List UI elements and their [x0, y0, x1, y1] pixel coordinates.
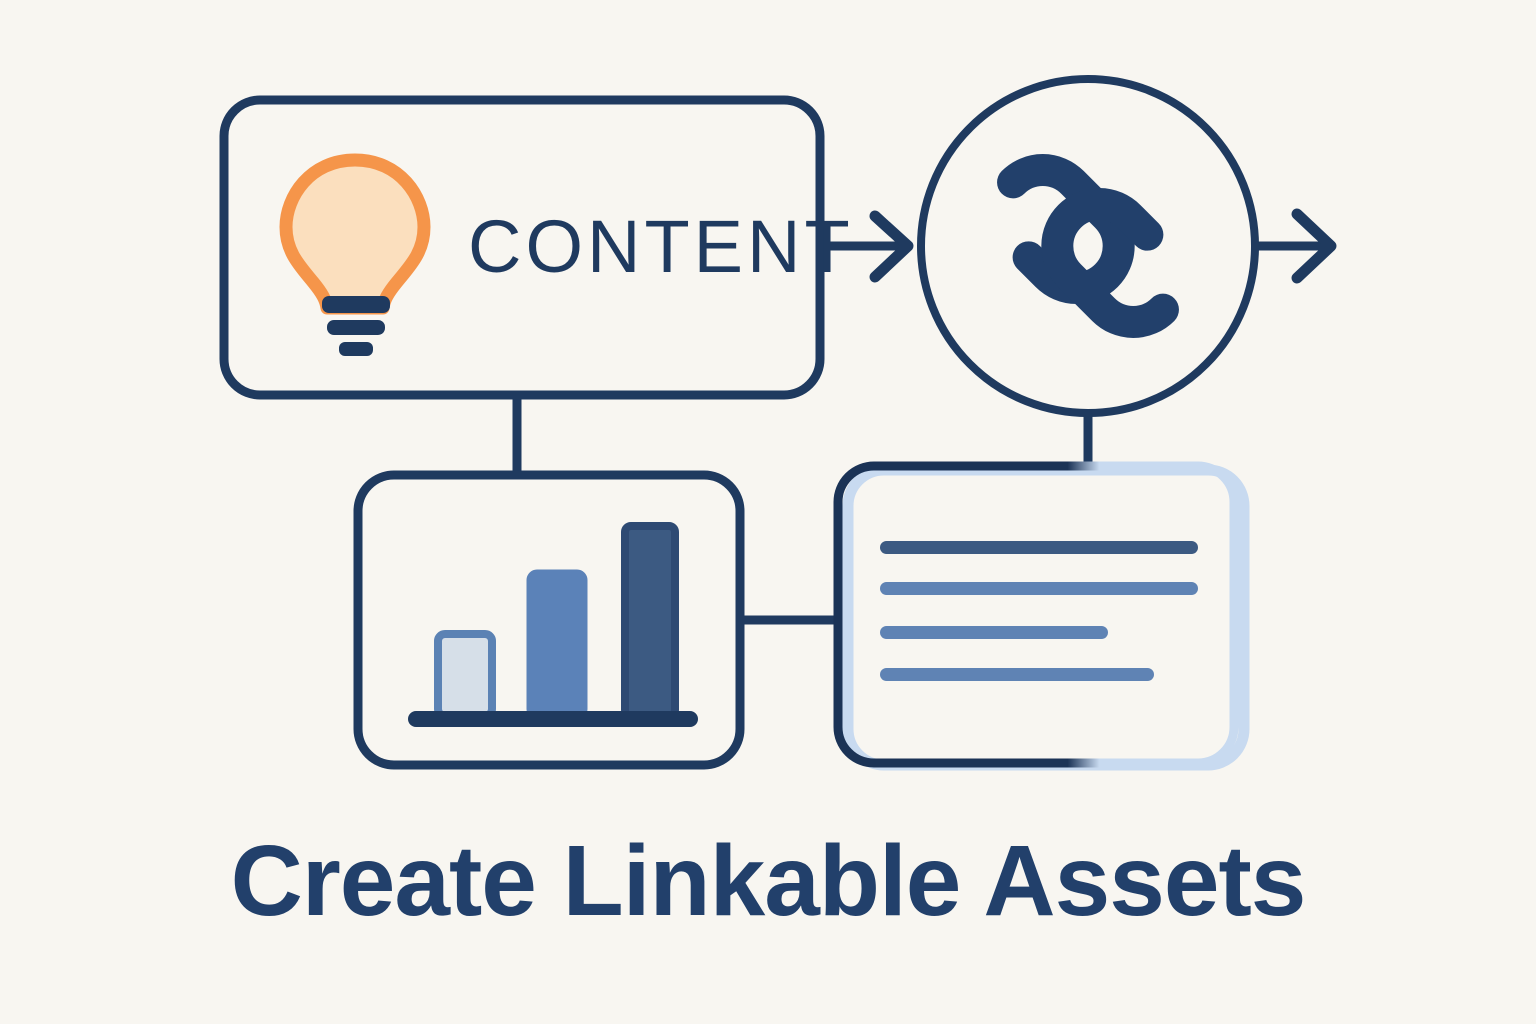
document-line-2: [880, 582, 1198, 595]
content-label: CONTENT: [468, 205, 854, 288]
document-line-1: [880, 541, 1198, 554]
lightbulb-icon: [279, 153, 431, 356]
chart-bar-3: [621, 522, 679, 720]
document-box-frame: [833, 461, 1239, 768]
document-line-3: [880, 626, 1108, 639]
text-lines-icon: [880, 541, 1198, 681]
chart-bar-2: [526, 569, 588, 720]
node-link-circle[interactable]: [917, 75, 1259, 417]
connector-circle-to-outside: [1251, 208, 1337, 284]
bar-chart-icon: [408, 522, 698, 727]
document-line-4: [880, 668, 1154, 681]
link-circle-frame: [917, 75, 1259, 417]
chart-baseline: [408, 711, 698, 727]
node-document-box[interactable]: [833, 461, 1250, 771]
page-title: Create Linkable Assets: [231, 825, 1306, 937]
node-chart-box[interactable]: [353, 470, 745, 770]
chain-link-icon: [997, 154, 1179, 338]
chart-bar-1: [434, 630, 496, 720]
node-content-box[interactable]: CONTENT: [219, 95, 854, 400]
connector-content-to-circle: [815, 210, 914, 283]
